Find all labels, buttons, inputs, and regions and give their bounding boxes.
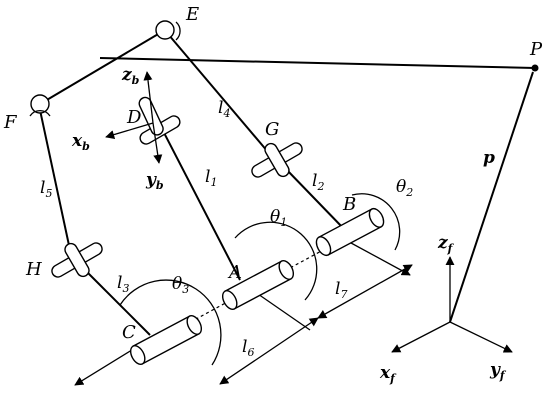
label-theta1: θ1 <box>270 207 287 229</box>
revolute-joint-B <box>315 193 411 276</box>
label-C: C <box>122 322 136 343</box>
link-l1-D-A <box>159 124 241 281</box>
spherical-joint-E <box>155 20 181 41</box>
label-E: E <box>185 4 199 25</box>
label-xf: xf <box>379 363 397 385</box>
link-E-P <box>99 57 536 69</box>
universal-joint-H <box>51 242 103 278</box>
label-zb: zb <box>121 65 140 87</box>
revolute-joint-C <box>74 279 222 386</box>
label-xb: xb <box>71 131 90 153</box>
label-B: B <box>342 194 356 215</box>
link-l5-F-H <box>39 109 71 251</box>
label-l2: l2 <box>312 171 324 193</box>
axis-xf <box>391 321 451 353</box>
label-theta3: θ3 <box>172 274 189 296</box>
label-l4: l4 <box>218 98 230 120</box>
label-theta2: θ2 <box>396 177 413 199</box>
point-P <box>531 64 539 72</box>
link-l2-G-B <box>284 167 346 231</box>
label-yb: yb <box>145 170 164 192</box>
dimension-l6 <box>219 317 319 385</box>
dimension-l7 <box>317 264 413 319</box>
axis-zb <box>143 71 154 124</box>
label-G: G <box>265 119 279 140</box>
axis-yf <box>449 321 513 353</box>
label-D: D <box>126 107 142 128</box>
spherical-joint-F <box>29 94 51 117</box>
label-H: H <box>25 259 42 280</box>
label-P: P <box>529 39 543 60</box>
label-l7: l7 <box>335 279 347 301</box>
link-position-vector-p <box>449 71 534 323</box>
label-l6: l6 <box>242 337 254 359</box>
label-A: A <box>227 262 242 283</box>
universal-joint-G <box>251 142 303 178</box>
link-F-E <box>39 29 166 105</box>
label-p-vector: p <box>483 148 495 168</box>
link-l3-H-C <box>84 269 151 336</box>
label-zf: zf <box>437 233 455 255</box>
revolute-joint-A <box>221 221 318 331</box>
label-F: F <box>3 112 18 133</box>
axis-yb <box>152 122 163 164</box>
label-l5: l5 <box>40 178 52 200</box>
label-l1: l1 <box>205 167 217 189</box>
axis-xb <box>105 122 154 140</box>
label-yf: yf <box>489 360 507 382</box>
body-joint-D <box>138 96 181 145</box>
label-l3: l3 <box>117 273 129 295</box>
link-l4-E-G <box>167 33 269 153</box>
